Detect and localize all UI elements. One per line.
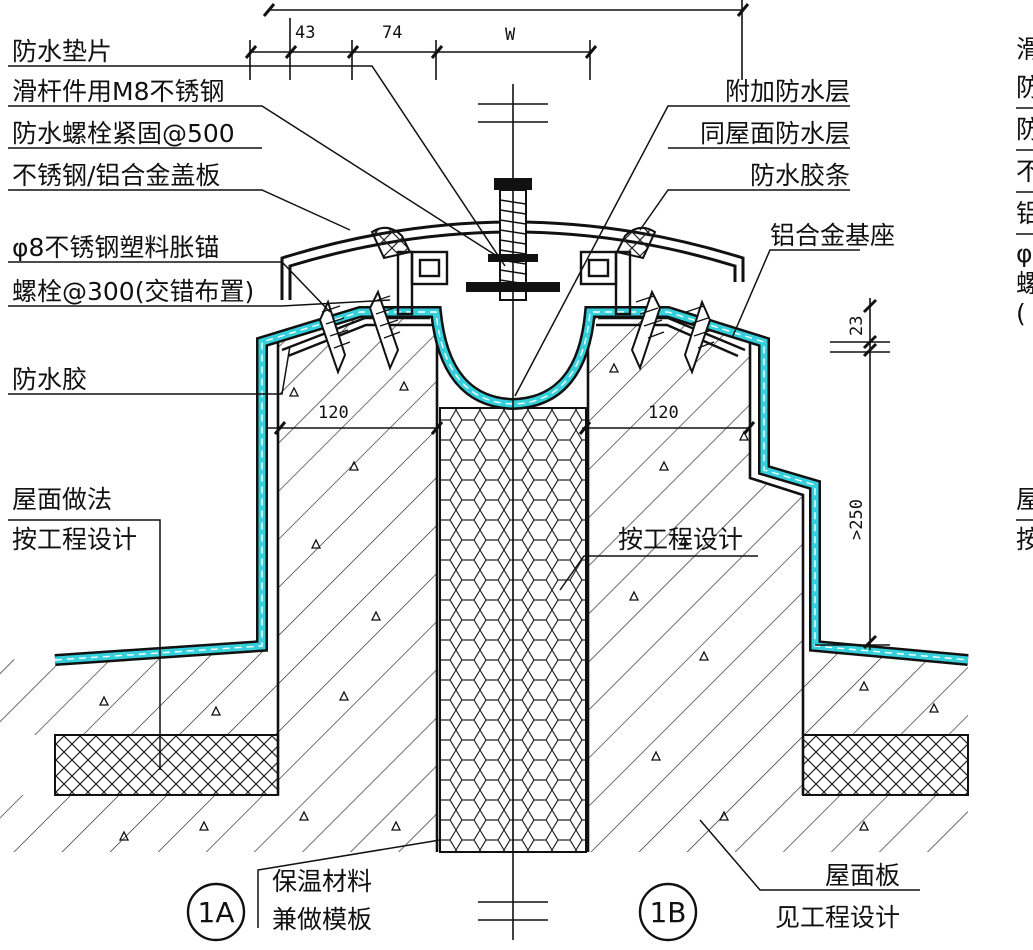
clipped-char: 防 <box>1016 115 1033 144</box>
label-see-design: 见工程设计 <box>775 903 900 932</box>
detail-tags: 1A 1B <box>186 882 698 942</box>
label-same-waterproof: 同屋面防水层 <box>700 119 850 148</box>
clipped-char: 屋 <box>1016 485 1033 514</box>
tag-1b: 1B <box>649 896 686 929</box>
tag-1b-circle <box>638 882 698 942</box>
clipped-char: 铝 <box>1016 199 1033 228</box>
dim-23: 23 <box>847 316 867 336</box>
aggregate-marks <box>98 362 940 841</box>
clipped-char: φ <box>1016 239 1033 268</box>
label-per-design: 按工程设计 <box>12 525 137 554</box>
dim-w: W <box>505 25 516 45</box>
label-extra-waterproof: 附加防水层 <box>725 77 850 106</box>
dim-250: >250 <box>847 499 867 540</box>
dim-74: 74 <box>382 23 402 43</box>
clipped-char: 滑 <box>1016 35 1033 64</box>
label-formwork: 兼做模板 <box>272 905 372 934</box>
tag-1a-circle <box>186 882 246 942</box>
label-waterproof-bolt: 防水螺栓紧固@500 <box>12 119 235 148</box>
clipped-char: 按 <box>1016 525 1033 554</box>
label-sealant: 防水胶 <box>12 365 87 394</box>
dim-left-120: 120 <box>318 403 349 423</box>
label-washer: 防水垫片 <box>12 37 112 66</box>
leader-lines <box>8 65 920 928</box>
label-aluminum-base: 铝合金基座 <box>770 221 895 250</box>
clipped-labels: 滑 防 防 不 铝 φ 螺 ( 屋 按 <box>1016 35 1033 554</box>
clipped-char: 不 <box>1016 157 1033 186</box>
dim-right-120: 120 <box>648 403 679 423</box>
label-roof-method: 屋面做法 <box>12 485 112 514</box>
label-slide-bolt: 滑杆件用M8不锈钢 <box>12 77 224 106</box>
anchor-bolts <box>318 289 715 375</box>
concrete-walls <box>0 310 968 852</box>
tag-1a: 1A <box>198 896 235 929</box>
label-cover-plate: 不锈钢/铝合金盖板 <box>12 161 220 190</box>
center-line <box>478 84 548 940</box>
clipped-char: 防 <box>1016 73 1033 102</box>
label-anchor-spacing: 螺栓@300(交错布置) <box>12 277 254 306</box>
aluminum-base-left <box>281 250 449 358</box>
labels-left: 防水垫片 滑杆件用M8不锈钢 防水螺栓紧固@500 不锈钢/铝合金盖板 φ8不锈… <box>12 37 254 554</box>
label-rubber-strip: 防水胶条 <box>750 161 850 190</box>
label-insulation: 保温材料 <box>272 867 372 896</box>
labels-right: 附加防水层 同屋面防水层 防水胶条 铝合金基座 按工程设计 <box>618 77 895 554</box>
dim-43: 43 <box>295 23 315 43</box>
label-anchor: φ8不锈钢塑料胀锚 <box>12 233 219 262</box>
labels-bottom: 保温材料 兼做模板 屋面板 见工程设计 <box>272 861 900 934</box>
clipped-char: 螺 <box>1016 269 1033 298</box>
rubber-seals <box>370 226 657 260</box>
dimension-lines <box>244 0 890 650</box>
clipped-char: ( <box>1016 299 1026 328</box>
dimension-labels: 43 74 W 120 120 23 >250 <box>295 23 867 540</box>
label-roof-slab: 屋面板 <box>825 861 900 890</box>
label-center-design: 按工程设计 <box>618 525 743 554</box>
